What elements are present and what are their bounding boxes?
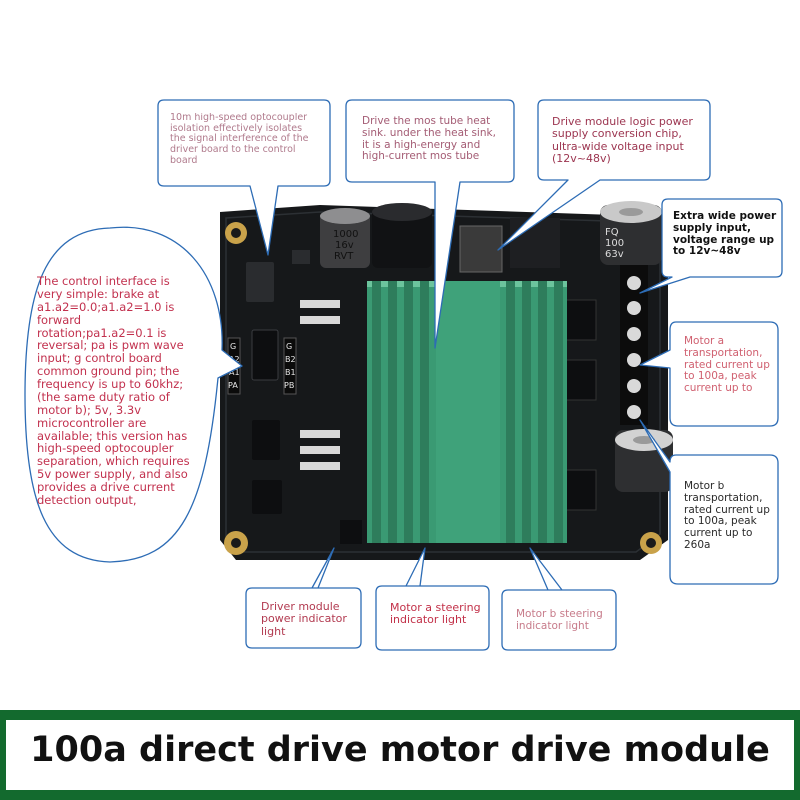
- cap-right-label: 63v: [605, 249, 624, 260]
- callout-bubble-motorb: [639, 419, 779, 585]
- mounting-hole-icon: [224, 531, 248, 555]
- mounting-hole-icon: [225, 222, 247, 244]
- mos-components-right: [565, 299, 597, 511]
- board-silkscreen: 1000 16v RVT FQ 100 63v: [333, 227, 624, 262]
- callout-bubble-control: [24, 226, 243, 563]
- callout-bubble-mos: [345, 99, 515, 349]
- pin-label: A1: [229, 368, 240, 377]
- pin-label: G: [230, 342, 236, 351]
- callout-bubble-motora: [639, 321, 779, 427]
- cap-left-label: 16v: [335, 240, 354, 251]
- callout-control-text: The control interface is very simple: br…: [37, 275, 190, 507]
- cap-left-label: 1000: [333, 229, 358, 240]
- callout-bubble-logic: [497, 99, 711, 251]
- title-banner-inner: 100a direct drive motor drive module: [6, 720, 794, 790]
- cap-right-label: FQ: [605, 227, 619, 238]
- pin-label: B2: [285, 355, 296, 364]
- callout-opto-text: 10m high-speed optocoupler isolation eff…: [170, 113, 309, 166]
- callout-bubbles: [24, 99, 783, 651]
- pin-label: B1: [285, 368, 296, 377]
- heatsink: [367, 281, 567, 543]
- callout-bubble-motor-a-light: [375, 547, 490, 651]
- callout-bubble-power: [639, 198, 783, 294]
- callout-bubble-driver-light: [245, 547, 362, 649]
- pin-label: PB: [284, 381, 294, 390]
- driver-board-illustration: 1000 16v RVT FQ 100 63v G A2 A1 PA G B2 …: [24, 99, 783, 651]
- control-components: [246, 250, 362, 544]
- logic-power-chip: [459, 218, 560, 273]
- callout-motor-b-light-text: Motor b steering indicator light: [516, 609, 603, 632]
- cap-left-label: RVT: [334, 251, 354, 262]
- callout-bubble-opto: [157, 99, 331, 256]
- terminal-block: [620, 265, 648, 425]
- pin-header: [227, 337, 297, 395]
- callout-motor-a-light-text: Motor a steering indicator light: [390, 602, 481, 627]
- banner-title: 100a direct drive motor drive module: [30, 730, 770, 770]
- pin-label: PA: [228, 381, 238, 390]
- capacitor-small: [320, 208, 370, 268]
- callout-logic-text: Drive module logic power supply conversi…: [552, 116, 693, 165]
- callout-bubble-motor-b-light: [501, 547, 617, 651]
- callout-motor-b-text: Motor b transportation, rated current up…: [684, 481, 770, 551]
- callout-power-text: Extra wide power supply input, voltage r…: [673, 211, 777, 258]
- callout-mos-text: Drive the mos tube heat sink. under the …: [362, 116, 496, 163]
- capacitor-large-top: [600, 201, 662, 265]
- title-banner: 100a direct drive motor drive module: [0, 710, 800, 800]
- mounting-hole-icon: [640, 532, 662, 554]
- callout-driver-light-text: Driver module power indicator light: [261, 601, 347, 638]
- cap-right-label: 100: [605, 238, 624, 249]
- callout-motor-a-text: Motor a transportation, rated current up…: [684, 336, 770, 394]
- capacitor-cylinder: [372, 203, 432, 268]
- pin-label: G: [286, 342, 292, 351]
